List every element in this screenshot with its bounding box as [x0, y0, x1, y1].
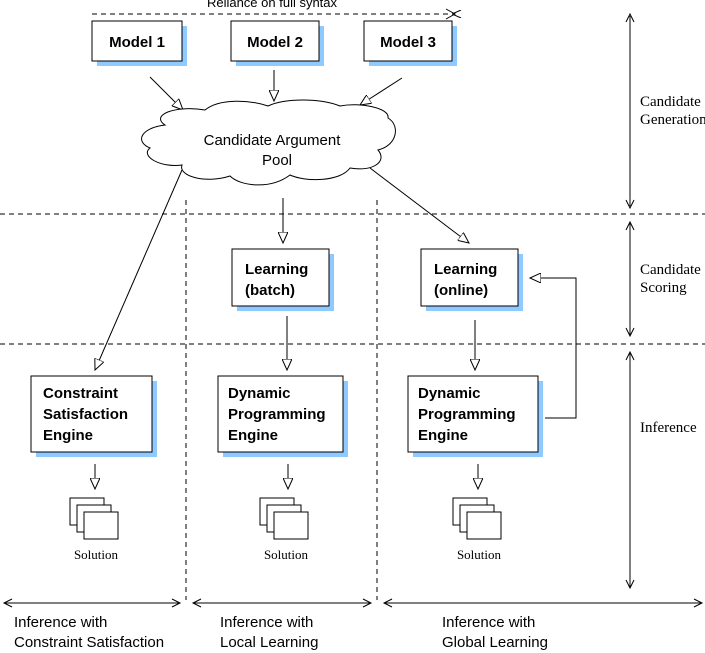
- feedback-arrow-dp-to-online: [530, 278, 577, 419]
- constraint-engine-line1: Constraint: [43, 385, 118, 402]
- solution-label-1: Solution: [74, 547, 119, 562]
- model-3-label: Model 3: [380, 34, 436, 51]
- solution-stack-1: Solution: [69, 497, 119, 562]
- dp-global-line1: Dynamic: [418, 385, 481, 402]
- stage-inference-label: Inference: [640, 420, 697, 436]
- arrow-pool-learning-online: [369, 167, 469, 243]
- learning-online-box: Learning (online): [420, 248, 523, 311]
- syntax-reliance-label: Reliance on full syntax: [207, 0, 338, 10]
- pool-label-line1: Candidate Argument: [204, 132, 342, 149]
- solution-stack-3: Solution: [452, 497, 502, 562]
- arrow-model1-pool: [149, 76, 183, 110]
- arrow-model3-pool: [360, 77, 403, 105]
- column-1-label-line1: Inference with: [14, 614, 107, 631]
- learning-online-line1: Learning: [434, 261, 497, 278]
- pool-label-line2: Pool: [262, 152, 292, 169]
- column-range-arrows: [2, 598, 704, 608]
- column-1-label-line2: Constraint Satisfaction: [14, 634, 164, 651]
- model-2-label: Model 2: [247, 34, 303, 51]
- constraint-engine-box: Constraint Satisfaction Engine: [30, 375, 157, 457]
- model-3-box: Model 3: [363, 20, 457, 66]
- dp-local-line1: Dynamic: [228, 385, 291, 402]
- stage-scoring-line2: Scoring: [640, 280, 687, 296]
- dp-local-engine-box: Dynamic Programming Engine: [217, 375, 348, 457]
- model-2-box: Model 2: [230, 20, 324, 66]
- column-2-label-line1: Inference with: [220, 614, 313, 631]
- stage-generation-line1: Candidate: [640, 94, 701, 110]
- learning-online-line2: (online): [434, 282, 488, 299]
- column-3-label-line1: Inference with: [442, 614, 535, 631]
- dp-global-line2: Programming: [418, 406, 516, 423]
- candidate-pool-cloud: Candidate Argument Pool: [141, 99, 396, 186]
- solution-stack-2: Solution: [259, 497, 309, 562]
- dp-local-line2: Programming: [228, 406, 326, 423]
- learning-batch-box: Learning (batch): [231, 248, 334, 311]
- learning-batch-line1: Learning: [245, 261, 308, 278]
- solution-label-2: Solution: [264, 547, 309, 562]
- model-1-box: Model 1: [91, 20, 187, 66]
- constraint-engine-line3: Engine: [43, 427, 93, 444]
- constraint-engine-line2: Satisfaction: [43, 406, 128, 423]
- learning-batch-line2: (batch): [245, 282, 295, 299]
- dp-local-line3: Engine: [228, 427, 278, 444]
- column-2-label-line2: Local Learning: [220, 634, 318, 651]
- arrow-pool-constraint: [95, 169, 183, 370]
- dp-global-engine-box: Dynamic Programming Engine: [407, 375, 543, 457]
- solution-label-3: Solution: [457, 547, 502, 562]
- dp-global-line3: Engine: [418, 427, 468, 444]
- stage-generation-line2: Generation: [640, 112, 705, 128]
- model-1-label: Model 1: [109, 34, 165, 51]
- stage-range-arrows: [625, 12, 635, 590]
- column-3-label-line2: Global Learning: [442, 634, 548, 651]
- stage-scoring-line1: Candidate: [640, 262, 701, 278]
